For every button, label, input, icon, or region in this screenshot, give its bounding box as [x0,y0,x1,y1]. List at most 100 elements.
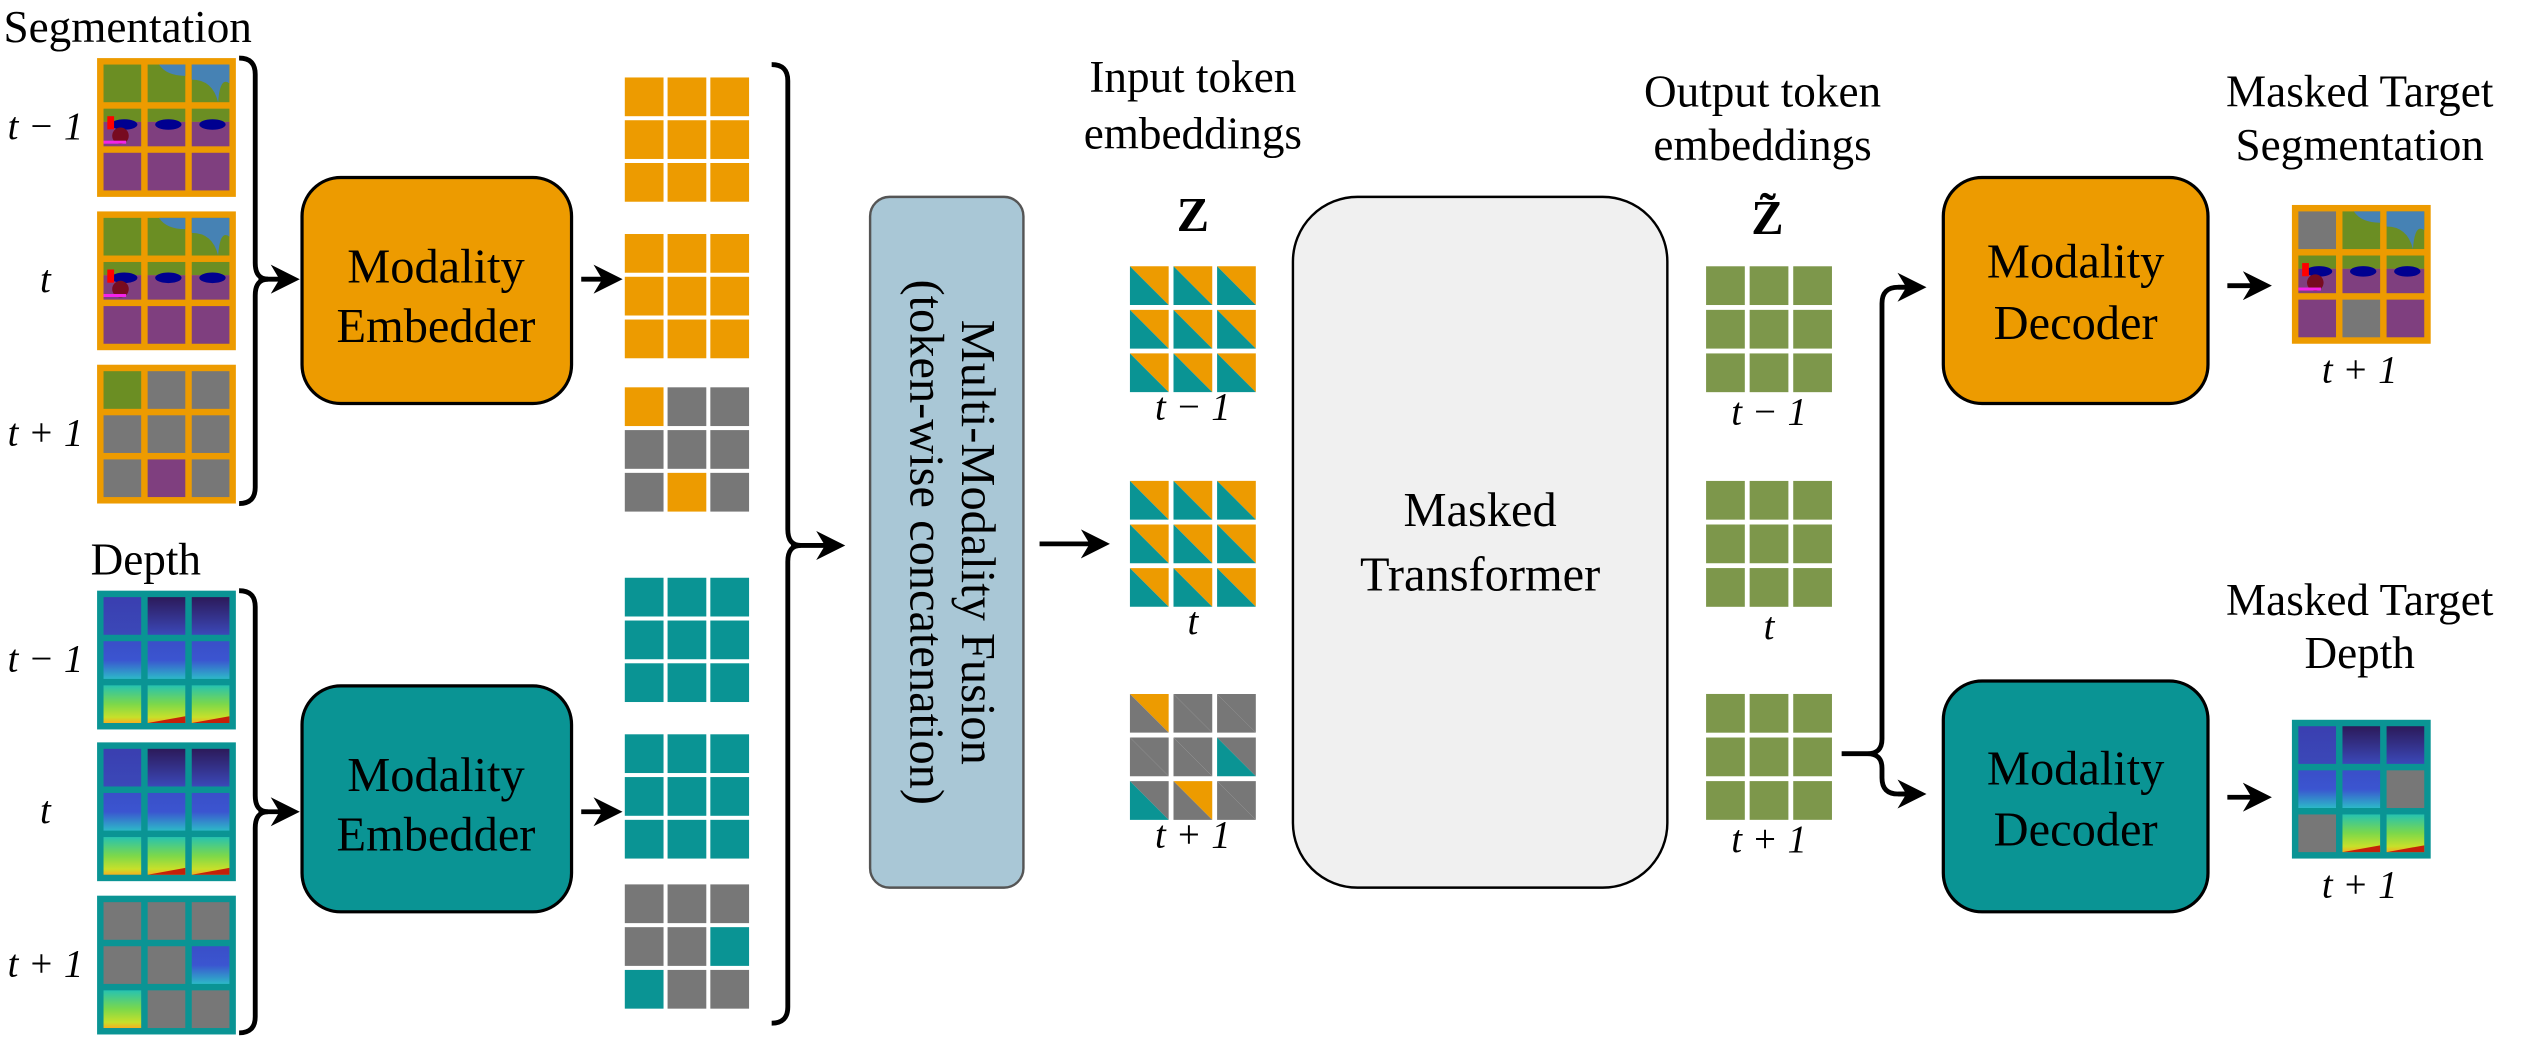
image-patch [2342,770,2381,808]
image-patch [147,415,186,453]
token-depth-half [1129,524,1169,564]
segmentation-frame [97,364,236,504]
masked-token [710,969,750,1009]
segmentation-title: Segmentation [3,2,251,52]
seg-car [2394,266,2421,277]
masked-token [667,969,707,1009]
depth-near-edge [2386,845,2425,853]
token-depth-half [1129,737,1169,777]
output-token [1749,353,1789,393]
fused-token-grid [1129,693,1256,820]
output-token [1793,480,1832,520]
image-patch [191,685,230,724]
depth-embedder-line1: Modality [347,749,525,802]
seg-road [147,459,186,498]
masked-targets: t + 1 t + 1 [2291,204,2431,906]
depth-frame-label: t [40,789,52,832]
image-patch [2386,814,2425,853]
output-token-frame-label: t − 1 [1731,390,1807,433]
token-depth-half [1173,353,1213,393]
output-token-grids: t − 1tt + 1 [1706,266,1832,861]
output-tokens-symbol: Z̃ [1751,191,1783,245]
token-depth-half [1217,309,1256,349]
depth-patch-fill [191,792,230,831]
image-patch [191,597,230,635]
output-token [1706,568,1745,607]
segmentation-target-frame [2291,204,2431,344]
output-token-frame-label: t + 1 [1731,818,1807,861]
depth-token [624,777,664,816]
image-patch [147,748,186,787]
segmentation-token [667,120,707,159]
depth-target-label: t + 1 [2322,863,2398,906]
depth-token [710,577,750,617]
depth-patch-fill [103,597,142,635]
seg-vegetation [147,261,186,276]
seg-car [111,272,138,284]
masked-patch [2386,770,2425,808]
depth-patch-fill [2342,770,2381,808]
token-depth-half [1173,480,1213,520]
masked-patch [103,415,142,453]
segmentation-frame [97,58,236,197]
masked-patch [191,902,230,940]
masked-patch [191,459,230,498]
seg-sky [191,217,230,256]
segmentation-input-frames: t − 1tt + 1 [8,58,236,504]
masked-patch [103,946,142,984]
image-patch [191,946,230,984]
segmentation-embedder-line2: Embedder [337,300,536,353]
image-patch [2342,726,2381,764]
token-depth-half [1217,781,1256,820]
output-token [1706,353,1745,393]
masked-transformer-block: Masked Transformer [1291,195,1669,889]
masked-token [624,430,664,469]
depth-token [710,927,750,966]
masked-token [710,430,750,469]
token-depth-half [1173,781,1213,820]
image-patch [103,152,142,191]
depth-token [624,663,664,703]
segmentation-token [710,319,750,359]
token-depth-half [1129,353,1169,393]
token-depth-half [1173,693,1213,733]
token-depth-half [1129,480,1169,520]
segmentation-decoder: Modality Decoder [1941,175,2210,406]
segmentation-token [624,276,664,316]
seg-car [111,119,138,130]
token-depth-half [1217,568,1256,607]
masked-token [710,884,750,924]
depth-patch-fill [103,748,142,787]
image-patch [147,837,186,875]
seg-bicycle [112,127,129,145]
depth-token [667,819,707,859]
depth-token-grid [624,734,750,859]
depth-token [710,663,750,703]
output-token [1706,781,1745,820]
seg-road [147,152,186,191]
depth-patch-fill [103,837,142,875]
seg-road [103,152,142,191]
segmentation-token [710,77,750,117]
output-token [1793,309,1832,349]
segmentation-token-grid [624,77,750,202]
depth-near-edge [2342,845,2381,853]
fused-token-grid [1129,266,1256,393]
image-patch [103,837,142,875]
seg-person [107,116,115,130]
token-depth-half [1217,266,1256,306]
image-patch [103,64,142,103]
depth-target-title-line1: Masked Target [2226,575,2494,625]
seg-target-title-line2: Segmentation [2235,120,2483,170]
input-token-frame-label: t [1187,600,1199,643]
token-depth-half [1129,266,1169,306]
segmentation-target-label: t + 1 [2322,348,2398,391]
token-depth-half [1217,480,1256,520]
seg-vegetation [191,261,230,276]
image-patch [191,152,230,191]
output-token [1793,781,1832,820]
image-patch [103,261,142,300]
seg-road [2298,299,2337,338]
image-patch [191,792,230,831]
